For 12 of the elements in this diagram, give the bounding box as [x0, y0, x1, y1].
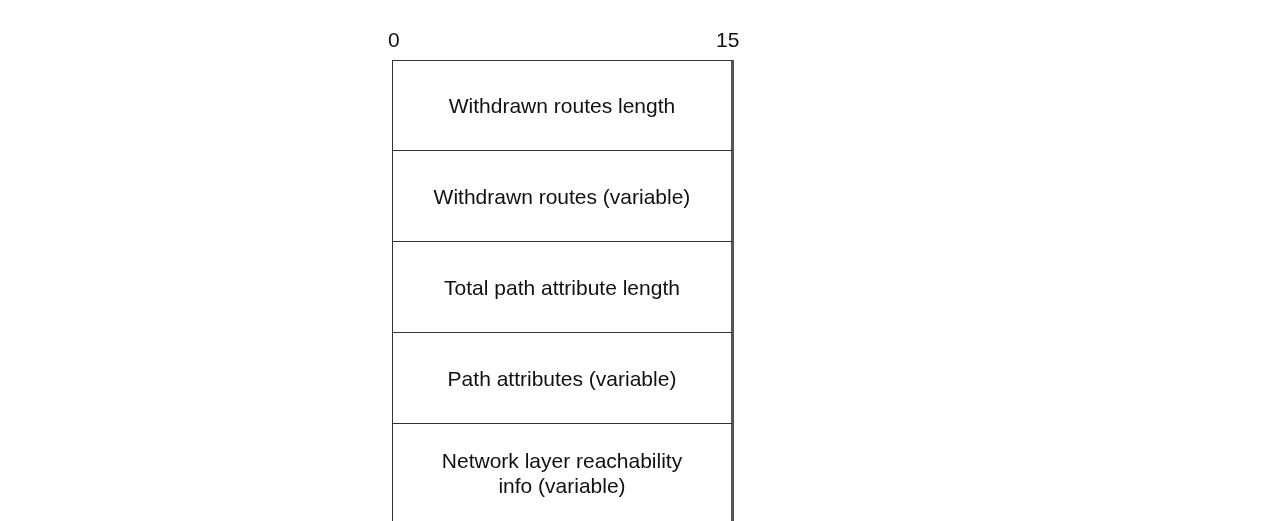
packet-field	[392, 60, 734, 151]
bit-number: 0	[388, 28, 400, 52]
packet-field	[392, 332, 734, 424]
field-label: Network layer reachability info (variable)	[440, 448, 684, 498]
packet-field	[392, 423, 734, 521]
field-label: Path attributes (variable)	[447, 365, 677, 391]
bit-number: 15	[716, 28, 740, 52]
packet-field	[392, 241, 734, 333]
field-label: Total path attribute length	[444, 274, 680, 300]
field-label: Withdrawn routes (variable)	[433, 183, 691, 209]
field-label: Withdrawn routes length	[448, 93, 676, 118]
packet-field	[392, 150, 734, 242]
